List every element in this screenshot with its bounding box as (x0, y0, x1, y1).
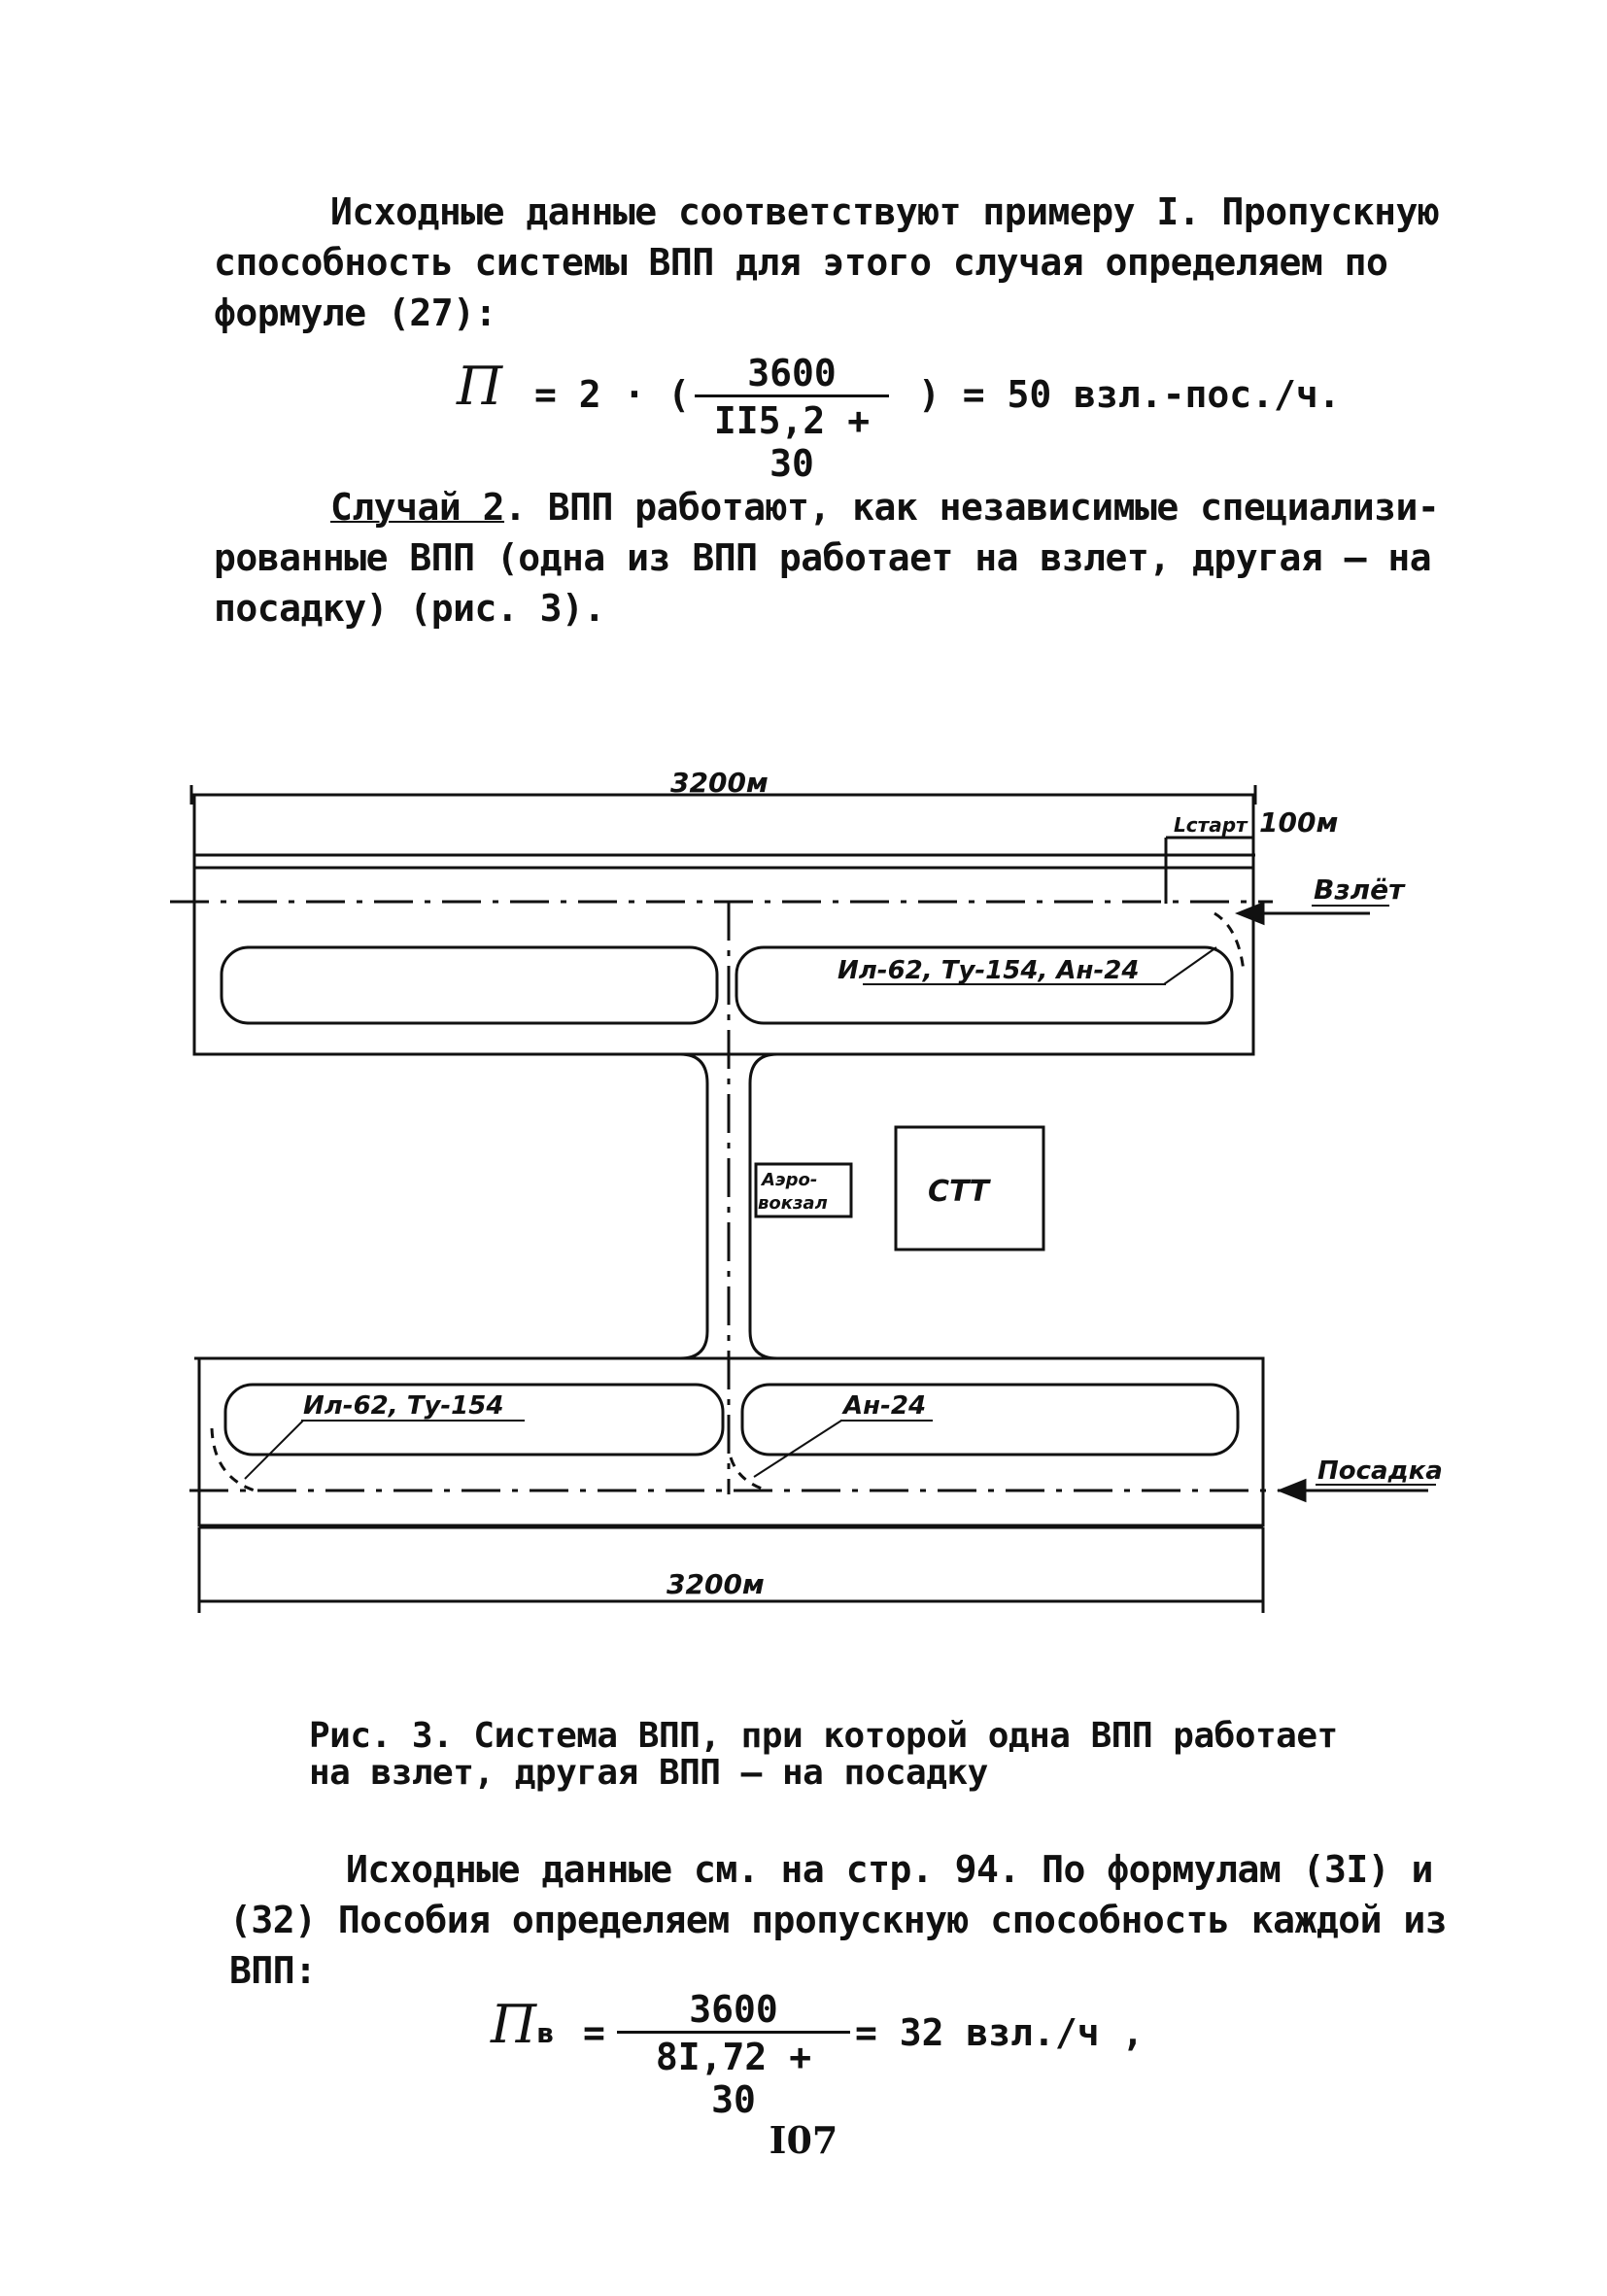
taxiway-top-left (220, 945, 719, 1025)
formula-rhs: = 32 взл./ч , (855, 2011, 1145, 2054)
formula-fraction: 3600 II5,2 + 30 (695, 352, 889, 485)
taxiway-bottom-right (740, 1383, 1240, 1456)
formula-numerator: 3600 (747, 352, 837, 394)
bottom-left-turnoff-path (210, 1427, 256, 1492)
ctt-label: СТТ (928, 1175, 991, 1209)
top-runway-aircraft-label: Ил-62, Ту-154, Ан-24 (838, 956, 1139, 985)
takeoff-arrow-head (1234, 901, 1265, 926)
case-text: . ВПП работают, как независимые специали… (504, 486, 1440, 529)
terminal-box (754, 1162, 853, 1218)
terminal-label-2: вокзал (758, 1193, 828, 1214)
ctt-box (894, 1125, 1045, 1251)
landing-label: Посадка (1317, 1456, 1443, 1486)
paragraph-case-2: Случай 2. ВПП работают, как независимые … (214, 482, 1440, 634)
bottom-left-aircraft-leader (244, 1420, 304, 1480)
paragraph-intro: Исходные данные соответствуют примеру I.… (214, 187, 1440, 338)
text-line: ВПП: (229, 1949, 317, 1992)
caption-line: Рис. 3. Система ВПП, при которой одна ВП… (309, 1716, 1338, 1756)
bottom-airfield-block (197, 1356, 1265, 1527)
taxiway-bottom-left (223, 1383, 725, 1456)
text-line: Случай 2. ВПП работают, как независимые … (214, 482, 1440, 532)
formula-symbol: Пв (491, 1994, 554, 2055)
formula-rhs: ) = 50 взл.-пос./ч. (918, 373, 1341, 416)
text-line: Исходные данные см. на стр. 94. По форму… (346, 1848, 1433, 1891)
taxiway-top-right (735, 945, 1234, 1025)
formula-lhs: = (583, 2011, 605, 2054)
formula-fraction: 3600 8I,72 + 30 (617, 1988, 850, 2121)
formula-numerator: 3600 (689, 1988, 778, 2031)
case-label: Случай 2 (330, 486, 505, 529)
top-airfield-block (192, 866, 1255, 1056)
lstart-value: 100м (1259, 806, 1338, 839)
formula-denominator: 8I,72 + 30 (617, 2031, 850, 2121)
bottom-left-aircraft-label: Ил-62, Ту-154 (303, 1391, 503, 1421)
text-line: Исходные данные соответствуют примеру I.… (330, 190, 1440, 233)
bottom-right-aircraft-leader (753, 1420, 842, 1478)
text-line: посадку) (рис. 3). (214, 587, 605, 630)
text-line: способность системы ВПП для этого случая… (214, 241, 1388, 284)
top-length-label: 3200м (670, 767, 769, 799)
top-turnoff-path (1214, 911, 1246, 973)
bottom-center-turnoff-path (729, 1456, 769, 1492)
stem-left-edge (194, 1052, 709, 1360)
page-number: I07 (769, 2118, 838, 2162)
formula-lhs: = 2 · ( (534, 373, 691, 416)
bottom-length-label: 3200м (667, 1568, 765, 1600)
text-line: рованные ВПП (одна из ВПП работает на вз… (214, 536, 1432, 579)
paragraph-source-data: Исходные данные см. на стр. 94. По форму… (229, 1844, 1448, 1996)
text-line: формуле (27): (214, 291, 496, 334)
bottom-right-aircraft-label: Ан-24 (841, 1391, 926, 1421)
caption-line: на взлет, другая ВПП – на посадку (309, 1753, 988, 1793)
formula-capacity-system: П = 2 · ( 3600 II5,2 + 30 ) = 50 взл.-по… (457, 352, 1341, 485)
top-aircraft-leader (1163, 946, 1217, 985)
takeoff-label: Взлёт (1314, 874, 1406, 906)
formula-subscript: в (536, 2017, 554, 2049)
formula-symbol: П (457, 356, 503, 417)
figure-caption: Рис. 3. Система ВПП, при которой одна ВП… (309, 1718, 1338, 1792)
stem-right-edge (748, 1052, 1263, 1360)
landing-arrow-head (1276, 1478, 1307, 1503)
lstart-label: Lстарт (1174, 813, 1248, 837)
formula-denominator: II5,2 + 30 (695, 394, 889, 485)
text-line: (32) Пособия определяем пропускную спосо… (229, 1899, 1448, 1941)
terminal-label-1: Аэро- (760, 1170, 817, 1190)
formula-capacity-takeoff: Пв = 3600 8I,72 + 30 = 32 взл./ч , (491, 1988, 1268, 2121)
